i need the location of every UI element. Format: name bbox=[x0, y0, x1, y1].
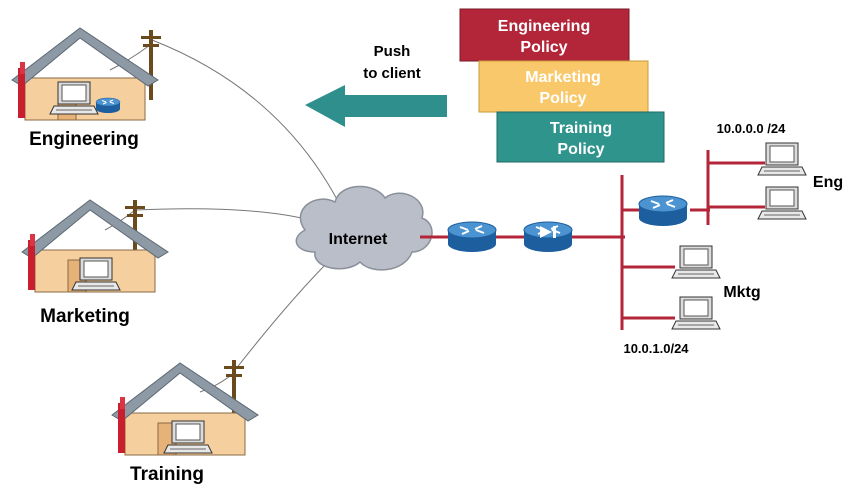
edge-router bbox=[447, 221, 497, 253]
policy-training-line2: Policy bbox=[557, 141, 604, 158]
internet-cloud bbox=[295, 185, 433, 271]
policy-marketing: Marketing Policy bbox=[478, 60, 649, 113]
mktg-subnet-label: 10.0.1.0/24 bbox=[623, 341, 689, 356]
policy-engineering-line1: Engineering bbox=[498, 18, 590, 35]
push-arrow bbox=[305, 85, 447, 127]
push-label-line1: Push bbox=[374, 43, 411, 60]
vpn-concentrator bbox=[523, 221, 573, 253]
policy-engineering-line2: Policy bbox=[520, 39, 567, 56]
site-label-engineering: Engineering bbox=[29, 129, 139, 150]
policy-marketing-line1: Marketing bbox=[525, 69, 601, 86]
site-label-training: Training bbox=[130, 464, 204, 485]
house-marketing bbox=[21, 199, 169, 293]
push-label-line2: to client bbox=[363, 65, 421, 82]
eng-group-label: Eng bbox=[813, 174, 843, 191]
pc-eng-1 bbox=[757, 142, 807, 176]
mktg-group-label: Mktg bbox=[723, 284, 760, 301]
router-icon bbox=[95, 97, 121, 114]
policy-training-line1: Training bbox=[550, 120, 612, 137]
pc-mktg-2 bbox=[671, 296, 721, 330]
cloud-label: Internet bbox=[329, 231, 388, 248]
policy-engineering: Engineering Policy bbox=[459, 8, 630, 62]
eng-router bbox=[638, 195, 688, 227]
site-label-marketing: Marketing bbox=[40, 306, 130, 327]
pc-mktg-1 bbox=[671, 245, 721, 279]
policy-marketing-line2: Policy bbox=[539, 90, 586, 107]
policy-training: Training Policy bbox=[496, 111, 665, 163]
eng-subnet-label: 10.0.0.0 /24 bbox=[717, 121, 786, 136]
house-engineering bbox=[11, 27, 159, 121]
pc-eng-2 bbox=[757, 186, 807, 220]
